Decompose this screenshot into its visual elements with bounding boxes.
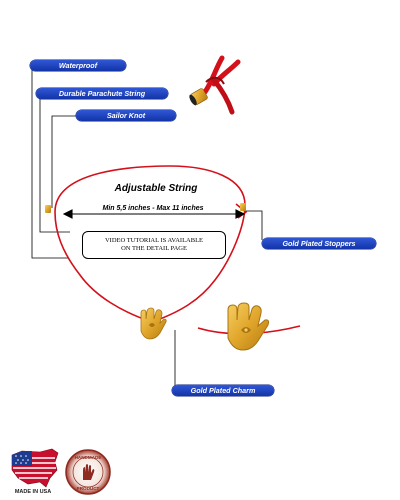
usa-map-icon <box>11 448 59 488</box>
made-in-usa-label: MADE IN USA <box>14 489 52 495</box>
video-tutorial-notice: VIDEO TUTORIAL IS AVAILABLE ON THE DETAI… <box>82 231 226 259</box>
callout-gold-stoppers: Gold Plated Stoppers <box>262 238 376 249</box>
size-range-label: Min 5,5 inches - Max 11 inches <box>102 205 204 212</box>
hamsa-closeup-icon <box>227 302 270 351</box>
handmade-seal-top-text: HANDMADE <box>75 455 102 460</box>
gold-stopper-icons <box>45 203 246 213</box>
hamsa-charm-icon <box>140 307 167 340</box>
knot-closeup-icon <box>189 55 241 115</box>
video-notice-line2: ON THE DETAIL PAGE <box>121 245 187 252</box>
callout-waterproof: Waterproof <box>30 60 126 71</box>
video-notice-line1: VIDEO TUTORIAL IS AVAILABLE <box>104 237 204 244</box>
handmade-seal-bottom-text: PRODUCT <box>77 486 100 491</box>
callout-sailor-knot: Sailor Knot <box>76 110 176 121</box>
handmade-seal-icon: HANDMADE PRODUCT <box>65 449 111 495</box>
callout-durable-string: Durable Parachute String <box>36 88 168 99</box>
adjustable-string-label: Adjustable String <box>114 183 198 194</box>
callout-gold-charm: Gold Plated Charm <box>172 385 274 396</box>
measurement-arrow <box>62 209 246 219</box>
